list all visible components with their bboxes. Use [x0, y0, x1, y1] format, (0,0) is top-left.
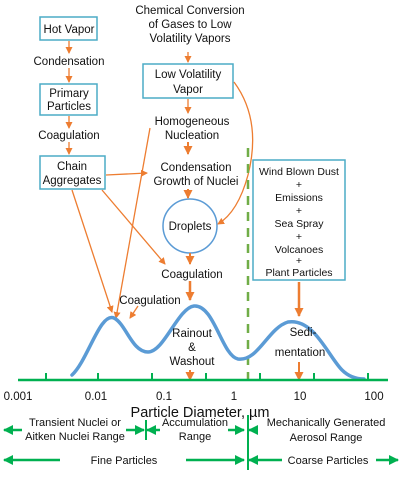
chain-aggregates-label-2: Aggregates	[43, 175, 102, 187]
coarse-particles-label: Coarse Particles	[288, 455, 369, 467]
arrow-chain-coagulation-mid	[101, 189, 166, 265]
low-volatility-label-2: Vapor	[173, 84, 203, 96]
rainout-label-1: Rainout	[172, 328, 212, 340]
source-item: +	[296, 255, 302, 267]
hot-vapor-box	[39, 16, 98, 41]
coagulation-peak-label: Coagulation	[119, 295, 180, 307]
range-arrows	[3, 425, 399, 465]
hot-vapor-label: Hot Vapor	[44, 24, 95, 36]
homogeneous-label-1: Homogeneous	[155, 116, 230, 128]
source-item: +	[296, 179, 302, 191]
arrow-chain-peak1	[71, 189, 114, 313]
arrow-coagulation-text	[129, 305, 139, 319]
cond-growth-label-2: Growth of Nuclei	[153, 176, 238, 188]
tick-label: 100	[364, 391, 383, 403]
rainout-label-3: Washout	[170, 356, 216, 368]
source-item: Sea Spray	[274, 218, 324, 230]
low-volatility-vapor-box	[142, 63, 234, 99]
sedimentation-label-1: Sedi-	[290, 327, 317, 339]
droplets-label: Droplets	[169, 221, 212, 233]
coagulation-mid-label: Coagulation	[161, 269, 222, 281]
source-item: Volcanoes	[275, 244, 323, 256]
x-axis-title: Particle Diameter, µm	[131, 405, 270, 421]
source-item: +	[296, 231, 302, 243]
sources-box	[252, 159, 346, 281]
tick-label: 10	[294, 391, 307, 403]
rainout-label-2: &	[188, 342, 196, 354]
accumulation-range-label-1: Accumulation	[162, 417, 228, 429]
primary-particles-label-1: Primary	[49, 88, 89, 100]
source-item: Emissions	[275, 192, 323, 204]
source-item: Plant Particles	[265, 267, 332, 279]
tick-label: 0.01	[85, 391, 107, 403]
condensation-label: Condensation	[34, 56, 105, 68]
chain-aggregates-label-1: Chain	[57, 161, 87, 173]
source-item: +	[296, 205, 302, 217]
sedimentation-label-2: mentation	[275, 347, 326, 359]
homogeneous-label-2: Nucleation	[165, 130, 219, 142]
chem-conversion-label-2: of Gases to Low	[148, 19, 232, 31]
low-volatility-label-1: Low Volatility	[155, 69, 222, 81]
chain-aggregates-box	[39, 155, 106, 190]
primary-particles-label-2: Particles	[47, 101, 91, 113]
tick-label: 0.1	[156, 391, 172, 403]
source-item: Wind Blown Dust	[259, 166, 339, 178]
arrow-primary-peak1	[113, 127, 151, 319]
transient-range-label-1: Transient Nuclei or	[29, 417, 121, 429]
tick-label: 1	[231, 391, 237, 403]
arrow-chain-condgrowth	[105, 169, 148, 177]
chem-conversion-label-3: Volatility Vapors	[150, 33, 231, 45]
x-axis-ticks	[45, 373, 369, 380]
cond-growth-label-1: Condensation	[161, 162, 232, 174]
fine-particles-label: Fine Particles	[91, 455, 158, 467]
primary-particles-box	[39, 83, 98, 116]
mechanical-range-label-2: Aerosol Range	[290, 432, 363, 444]
process-arrows	[65, 41, 304, 381]
coagulation-left-label: Coagulation	[38, 130, 99, 142]
tick-label: 0.001	[4, 391, 33, 403]
mechanical-range-label-1: Mechanically Generated	[267, 417, 386, 429]
size-distribution-curve	[70, 304, 366, 381]
chem-conversion-label-1: Chemical Conversion	[135, 5, 244, 17]
accumulation-range-label-2: Range	[179, 431, 211, 443]
transient-range-label-2: Aitken Nuclei Range	[25, 431, 125, 443]
